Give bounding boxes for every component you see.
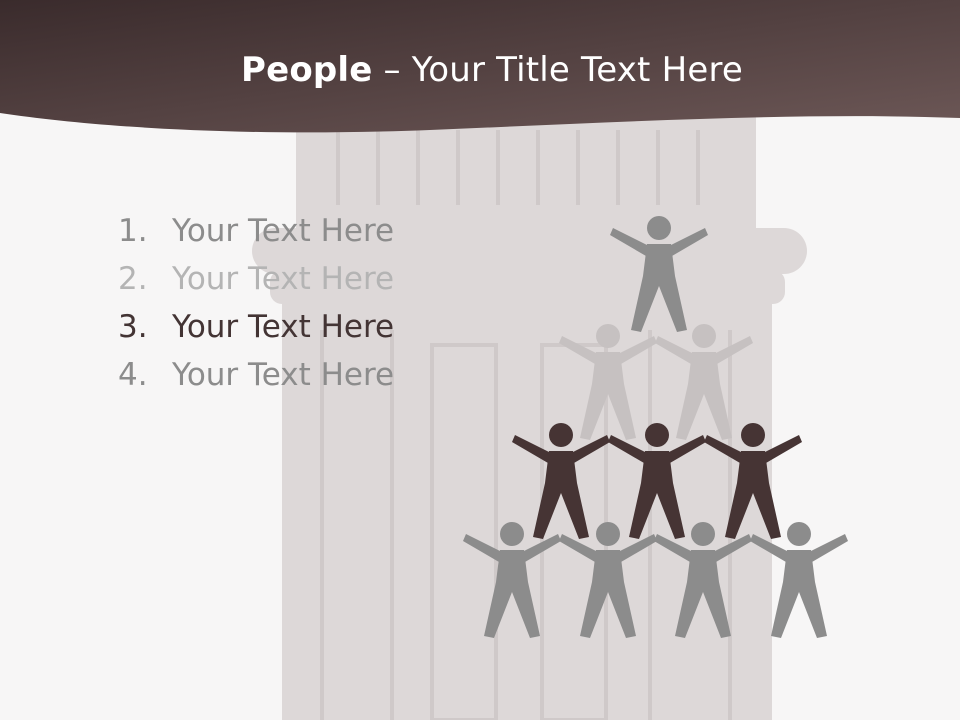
list-item: 2. Your Text Here — [118, 255, 394, 303]
figure-row-dark — [512, 423, 802, 539]
list-item-number: 3. — [118, 309, 148, 345]
header-band — [0, 0, 960, 133]
list-item: 4. Your Text Here — [118, 351, 394, 399]
list-item-text: Your Text Here — [172, 213, 395, 249]
slide-title-rest: – Your Title Text Here — [372, 50, 744, 90]
slide-title-bold: People — [240, 50, 373, 90]
list-item-text: Your Text Here — [172, 261, 395, 297]
list-item-number: 1. — [118, 213, 148, 249]
list-item-number: 4. — [118, 357, 148, 393]
list-item: 1. Your Text Here — [118, 207, 394, 255]
bullet-list: 1. Your Text Here 2. Your Text Here 3. Your… — [118, 207, 394, 399]
slide-title: People – Your Title Text Here — [0, 50, 960, 90]
list-item-number: 2. — [118, 261, 148, 297]
list-item-text: Your Text Here — [172, 309, 395, 345]
list-item: 3. Your Text Here — [118, 303, 394, 351]
figure-row-light — [559, 324, 753, 440]
figure-top — [610, 216, 708, 332]
figure-row-bottom — [463, 522, 848, 638]
list-item-text: Your Text Here — [172, 357, 395, 393]
